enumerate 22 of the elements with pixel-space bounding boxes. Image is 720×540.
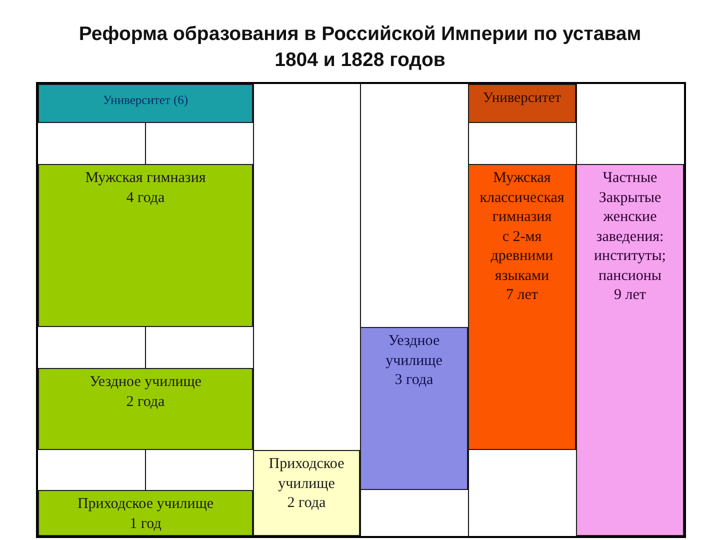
institution-name: Приходское училище [77, 495, 214, 514]
school-block [468, 84, 576, 123]
institution-name: Мужская гимназия [85, 169, 206, 188]
duration-text: 2 года [287, 494, 326, 513]
school-block [360, 327, 468, 490]
duration-text: 3 года [394, 371, 434, 390]
school-block [468, 164, 576, 450]
institution-name: Университет [482, 89, 562, 108]
school-block [38, 164, 253, 327]
duration-text: 2 года [126, 392, 165, 412]
school-block [38, 84, 253, 123]
duration-text: 9 лет [614, 286, 646, 305]
duration-text: 4 года [126, 188, 165, 208]
school-block [38, 368, 253, 450]
title: Реформа образования в Российской Империи по уставам 1804 и 1828 годов [78, 22, 642, 73]
institution-name: Университет (6) [102, 92, 188, 109]
school-block [576, 164, 684, 536]
institution-name: Уездное училище [90, 373, 202, 392]
duration-text: 1 год [130, 514, 162, 534]
school-block [253, 450, 360, 536]
duration-text: 7 лет [506, 286, 538, 305]
school-block [38, 490, 253, 536]
